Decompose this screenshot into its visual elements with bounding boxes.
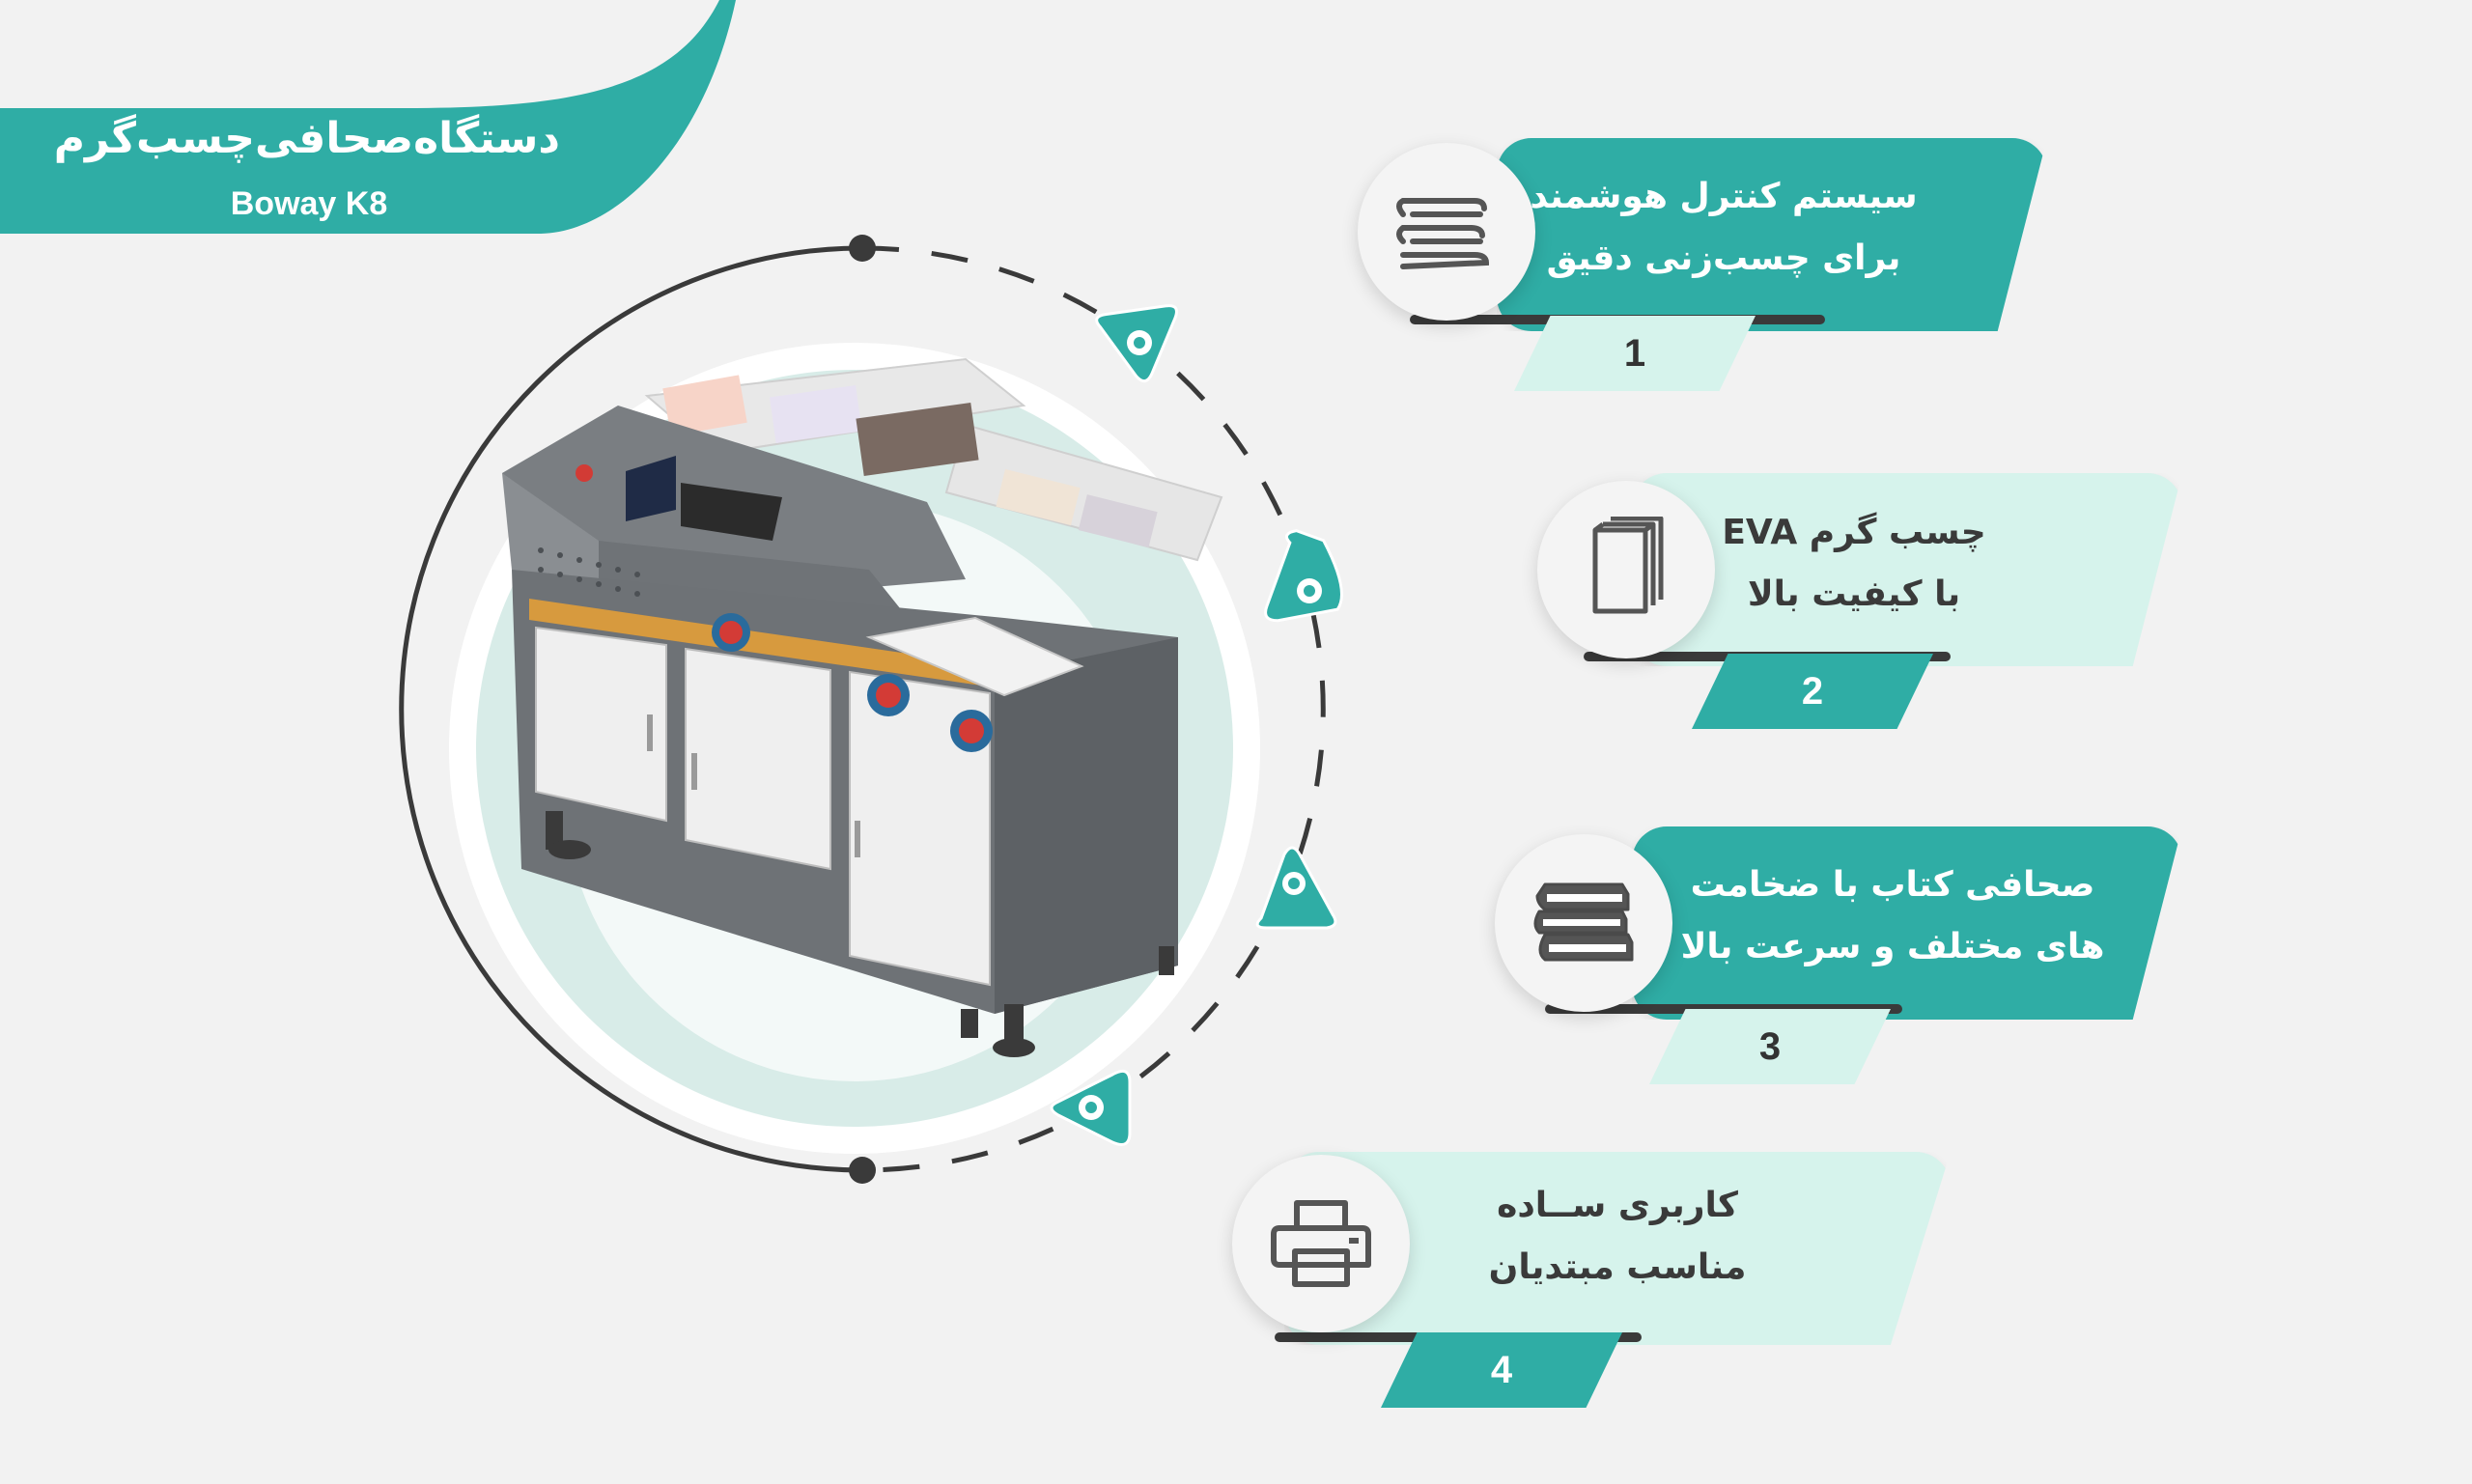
feature-3-number: 3	[1758, 1025, 1782, 1068]
feature-3-line-2: های مختلف و سرعت بالا	[1680, 927, 2105, 966]
feature-3-number-tab	[1649, 1009, 1891, 1084]
feature-2-line-2: با کیفیت بالا	[1747, 574, 1961, 614]
feature-4-line-2: مناسب مبتدیان	[1488, 1247, 1747, 1287]
feature-2-icon-circle	[1537, 481, 1715, 658]
triangle-marker-2-icon	[1264, 529, 1343, 623]
feature-3-text: صحافی کتاب با ضخامت های مختلف و سرعت بال…	[1661, 854, 2124, 978]
feature-2-text: چسب گرم EVA با کیفیت بالا	[1661, 502, 2047, 626]
solid-arc	[399, 245, 863, 1173]
feature-1-number-tab	[1514, 316, 1756, 391]
title-banner-shape	[0, 0, 736, 234]
feature-4-text: کاربری ســاده مناسب مبتدیان	[1448, 1175, 1786, 1299]
feature-4-number: 4	[1490, 1349, 1513, 1391]
feature-3-icon-circle	[1495, 834, 1672, 1012]
triangle-marker-1-icon	[1095, 304, 1178, 383]
feature-2-number: 2	[1801, 670, 1824, 713]
feature-2-banner	[1632, 473, 2182, 666]
paper-stack-icon	[1396, 198, 1490, 269]
feature-1-icon-circle	[1358, 143, 1535, 321]
feature-1-banner	[1497, 138, 2047, 331]
feature-1-line-2: برای چسب‌زنی دقیق	[1546, 238, 1901, 278]
feature-4-icon-circle	[1232, 1155, 1410, 1332]
feature-1-text: سیستم کنترل هوشمند برای چسب‌زنی دقیق	[1502, 166, 1946, 290]
arc-endpoint-bottom	[849, 1157, 876, 1184]
feature-1-number: 1	[1623, 332, 1646, 375]
feature-1-line-1: سیستم کنترل هوشمند	[1530, 177, 1918, 216]
binding-machine-image	[502, 357, 1223, 1057]
feature-2-line-1: چسب گرم EVA	[1722, 513, 1986, 552]
book-icon	[1592, 517, 1664, 614]
feature-3-line-1: صحافی کتاب با ضخامت	[1690, 865, 2095, 905]
feature-4-line-1: کاربری ســاده	[1497, 1186, 1738, 1225]
printer-icon	[1271, 1200, 1371, 1287]
feature-2-number-tab	[1692, 654, 1933, 729]
books-stack-icon	[1533, 882, 1634, 962]
page-subtitle: Boway K8	[230, 185, 388, 222]
feature-3-banner	[1632, 826, 2182, 1020]
page-title: دستگاه‌صحافی‌چسب‌گرم	[53, 114, 560, 163]
feature-4-number-tab	[1381, 1332, 1622, 1408]
triangle-marker-4-icon	[1050, 1069, 1132, 1146]
triangle-marker-3-icon	[1255, 846, 1337, 930]
